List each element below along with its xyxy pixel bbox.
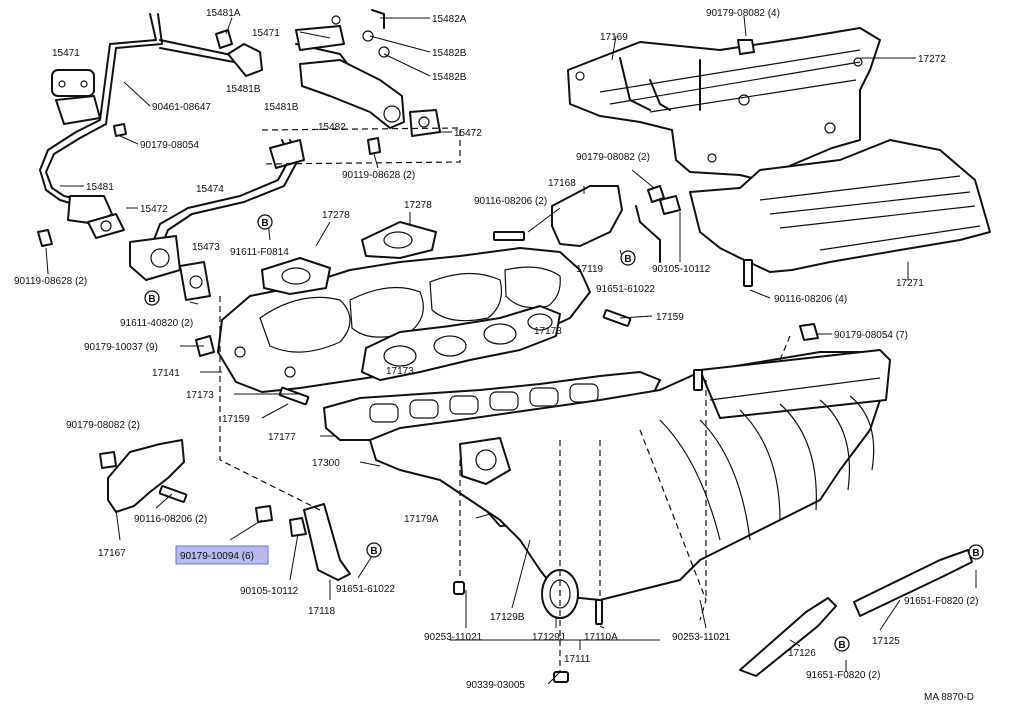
label-17271[interactable]: 17271 xyxy=(896,278,924,289)
svg-text:B: B xyxy=(972,548,979,559)
callout-b-markers: B B B B B B xyxy=(144,214,984,652)
svg-text:B: B xyxy=(148,294,155,305)
leader-lines xyxy=(45,15,977,685)
label-15481A[interactable]: 15481A xyxy=(206,8,241,19)
label-17173-c[interactable]: 17173 xyxy=(534,326,562,337)
exhaust-gasket-17278 xyxy=(261,221,437,295)
svg-text:B: B xyxy=(261,218,268,229)
air-pipe-15474 xyxy=(129,139,305,281)
label-91611-F0814[interactable]: 91611-F0814 xyxy=(230,247,289,258)
label-90253-11021-a[interactable]: 90253-11021 xyxy=(424,632,483,643)
label-17272[interactable]: 17272 xyxy=(918,54,946,65)
bracket-17119 xyxy=(635,205,661,263)
heat-insulator-17272 xyxy=(567,27,881,181)
label-17173-a[interactable]: 17173 xyxy=(186,390,214,401)
label-17167[interactable]: 17167 xyxy=(98,548,126,559)
air-pipe-15481 xyxy=(39,13,163,225)
label-90119-08628-left[interactable]: 90119-08628 (2) xyxy=(14,276,87,287)
label-15481B-2[interactable]: 15481B xyxy=(264,102,299,113)
label-17159-b[interactable]: 17159 xyxy=(222,414,250,425)
label-17177[interactable]: 17177 xyxy=(268,432,296,443)
label-91651-F0820-b[interactable]: 91651-F0820 (2) xyxy=(806,670,881,681)
label-90116-08206-b[interactable]: 90116-08206 (4) xyxy=(774,294,847,305)
label-91611-40820[interactable]: 91611-40820 (2) xyxy=(120,318,193,329)
label-17300[interactable]: 17300 xyxy=(312,458,340,469)
label-90105-10112-a[interactable]: 90105-10112 xyxy=(652,264,711,275)
label-17126[interactable]: 17126 xyxy=(788,648,816,659)
label-15472-right[interactable]: 15472 xyxy=(454,128,482,139)
label-17119[interactable]: 17119 xyxy=(576,264,604,275)
label-17159-a[interactable]: 17159 xyxy=(656,312,684,323)
label-17179A[interactable]: 17179A xyxy=(404,514,439,525)
stay-17118 xyxy=(303,503,351,581)
label-17278-b[interactable]: 17278 xyxy=(404,200,432,211)
valve-15482 xyxy=(299,9,405,129)
label-15474[interactable]: 15474 xyxy=(196,184,224,195)
callout-b-6: B xyxy=(834,636,850,652)
label-91651-61022-b[interactable]: 91651-61022 xyxy=(336,584,395,595)
exhaust-gasket-17173 xyxy=(361,305,561,381)
label-17111[interactable]: 17111 xyxy=(564,654,591,665)
callout-b-5: B xyxy=(968,544,984,560)
label-90179-08082-top[interactable]: 90179-08082 (4) xyxy=(706,8,780,19)
label-90119-08628-top[interactable]: 90119-08628 (2) xyxy=(342,170,415,181)
label-90179-10094[interactable]: 90179-10094 (6) xyxy=(180,551,254,562)
label-90179-08054-a[interactable]: 90179-08054 xyxy=(140,140,199,151)
diagram-code: MA 8870-D xyxy=(924,692,974,703)
bracket-17168 xyxy=(551,185,623,247)
label-90253-11021-b[interactable]: 90253-11021 xyxy=(672,632,731,643)
callout-b-3: B xyxy=(620,250,636,266)
label-15482B-1[interactable]: 15482B xyxy=(432,48,467,59)
callout-b-2: B xyxy=(144,290,160,306)
label-17173-b[interactable]: 17173 xyxy=(386,366,414,377)
label-15482[interactable]: 15482 xyxy=(318,122,346,133)
svg-text:B: B xyxy=(838,640,845,651)
heat-insulator-bracket-17169 xyxy=(619,57,701,111)
label-17168[interactable]: 17168 xyxy=(548,178,576,189)
label-90179-10037[interactable]: 90179-10037 (9) xyxy=(84,342,158,353)
label-15471-top[interactable]: 15471 xyxy=(52,48,80,59)
fasteners xyxy=(37,29,819,683)
label-90179-08054-b[interactable]: 90179-08054 (7) xyxy=(834,330,908,341)
svg-text:B: B xyxy=(624,254,631,265)
label-90179-08082-mid[interactable]: 90179-08082 (2) xyxy=(576,152,650,163)
heat-insulator-17271 xyxy=(689,139,991,273)
callout-b-1: B xyxy=(257,214,273,230)
label-17118[interactable]: 17118 xyxy=(308,606,336,617)
label-90179-08082-left[interactable]: 90179-08082 (2) xyxy=(66,420,140,431)
stay-17125 xyxy=(853,549,973,617)
svg-text:B: B xyxy=(370,546,377,557)
label-15481B-1[interactable]: 15481B xyxy=(226,84,261,95)
label-91651-61022-a[interactable]: 91651-61022 xyxy=(596,284,655,295)
label-90461-08647[interactable]: 90461-08647 xyxy=(152,102,211,113)
label-17278-a[interactable]: 17278 xyxy=(322,210,350,221)
label-15482A[interactable]: 15482A xyxy=(432,14,467,25)
label-17129B[interactable]: 17129B xyxy=(490,612,525,623)
label-17129J[interactable]: 17129J xyxy=(532,632,565,643)
label-90339-03005[interactable]: 90339-03005 xyxy=(466,680,525,691)
label-17110A[interactable]: 17110A xyxy=(584,632,618,643)
heat-shield-17167 xyxy=(107,439,185,513)
dashed-guides xyxy=(219,127,791,672)
label-17169[interactable]: 17169 xyxy=(600,32,628,43)
callout-b-4: B xyxy=(366,542,382,558)
label-15473[interactable]: 15473 xyxy=(192,242,220,253)
part-labels: 15481A 15471 15482A 15471 15482B 15482B … xyxy=(14,8,979,703)
label-15471-mid[interactable]: 15471 xyxy=(252,28,280,39)
label-90116-08206-c[interactable]: 90116-08206 (2) xyxy=(134,514,207,525)
label-90116-08206-a[interactable]: 90116-08206 (2) xyxy=(474,196,547,207)
label-91651-F0820-a[interactable]: 91651-F0820 (2) xyxy=(904,596,979,607)
label-15472-left[interactable]: 15472 xyxy=(140,204,168,215)
selected-part-highlight xyxy=(175,545,269,565)
stay-17126 xyxy=(739,597,837,677)
label-15482B-2[interactable]: 15482B xyxy=(432,72,467,83)
label-15481[interactable]: 15481 xyxy=(86,182,114,193)
label-17125[interactable]: 17125 xyxy=(872,636,900,647)
label-90105-10112-b[interactable]: 90105-10112 xyxy=(240,586,299,597)
label-17141[interactable]: 17141 xyxy=(152,368,180,379)
